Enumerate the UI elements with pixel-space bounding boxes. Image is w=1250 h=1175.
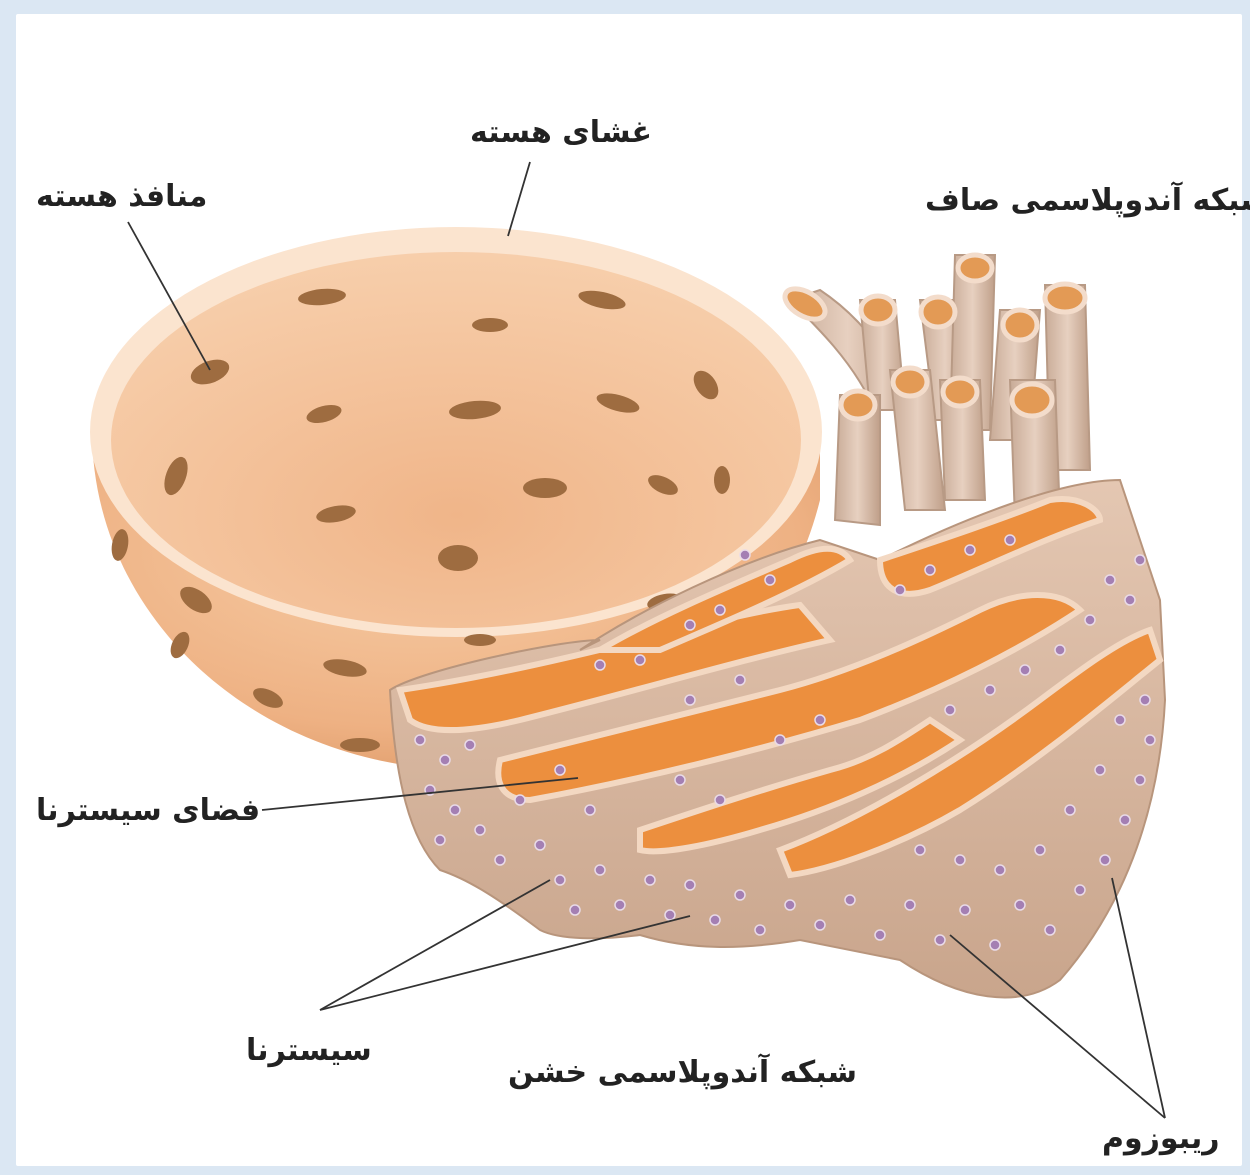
label-smooth-er: شبکه آندوپلاسمی صاف [925,186,1250,216]
leader-cisterna-2 [320,916,690,1010]
leader-cisterna-1 [320,880,550,1010]
label-nuclear-pores: منافذ هسته [36,182,207,212]
pore [438,545,478,571]
pore [714,466,730,494]
leader-nuclear-membrane [508,162,530,236]
pore [523,478,567,498]
pore [464,634,496,646]
pore [472,318,508,332]
label-cisterna-space: فضای سیسترنا [36,796,260,826]
label-rough-er: شبکه آندوپلاسمی خشن [508,1058,857,1088]
pore [340,738,380,752]
smooth-er [780,255,1090,525]
label-cisterna: سیسترنا [246,1036,372,1066]
label-nuclear-membrane: غشای هسته [470,118,652,148]
nucleus-inner-cavity [111,252,801,628]
leader-ribosome-2 [1112,878,1165,1118]
label-ribosome: ریبوزوم [1102,1124,1220,1154]
